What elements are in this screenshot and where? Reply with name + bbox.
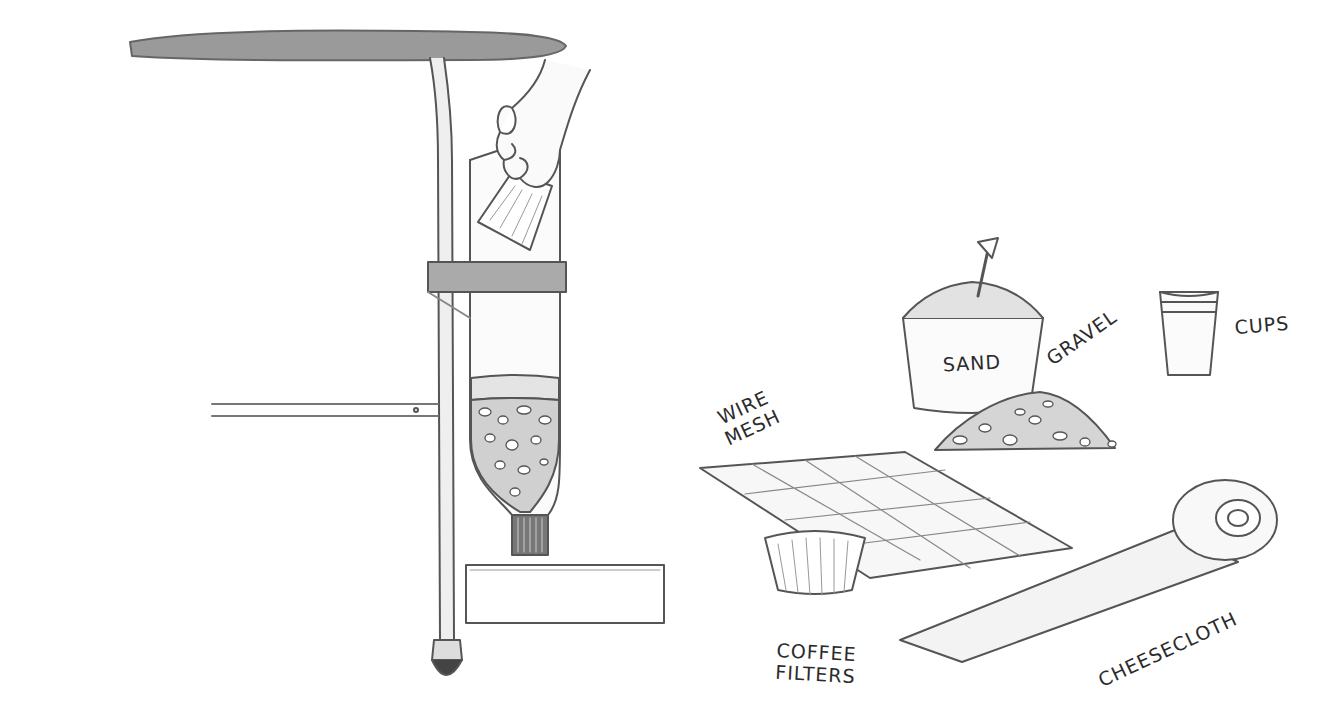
stacked-cups [1160,292,1218,375]
gravel-stones [479,406,551,496]
bottle [470,150,560,515]
gravel-layer [471,398,559,512]
collection-tray [466,565,664,623]
sand-layer [471,375,559,400]
material-label: WIRE MESH [698,379,798,457]
hand [497,60,590,187]
material-label: COFFEE FILTERS [755,639,877,689]
gravel-pile [935,392,1115,450]
bar-bolt [414,408,418,412]
scoop-handle [978,250,988,296]
coffee-filter [765,531,865,594]
table-leg [430,58,454,640]
leg-foot [432,660,462,675]
bottle-cap [512,515,548,555]
table-top [130,31,566,61]
material-label: CUPS [1221,312,1303,341]
cheesecloth-roll [1173,480,1277,560]
cross-bar [212,404,438,416]
wire-mesh [700,452,1072,578]
tape-band [428,262,566,292]
leg-ring [432,640,462,660]
gravel-stones [953,401,1116,447]
scoop-grip [978,238,998,258]
sand-mound [903,282,1043,318]
tape-edge [428,292,470,318]
